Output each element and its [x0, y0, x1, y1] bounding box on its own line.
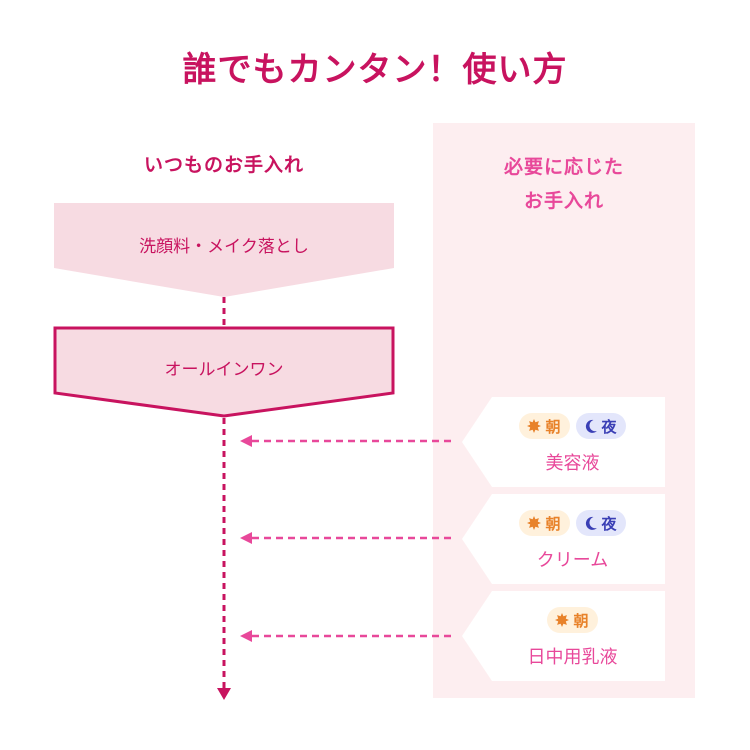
optional-care-heading-line1: 必要に応じた: [503, 156, 624, 178]
night-badge: 夜: [575, 413, 626, 439]
sun-icon: [555, 613, 570, 627]
daily-care-heading: いつものお手入れ: [143, 154, 304, 176]
step-allinone: オールインワン: [54, 355, 394, 380]
morning-label: 朝: [545, 514, 561, 533]
sun-icon: [527, 516, 542, 530]
night-label: 夜: [601, 417, 617, 436]
page-title: 誰でもカンタン！使い方: [182, 50, 568, 90]
optional-care-heading: 必要に応じた お手入れ: [433, 150, 695, 218]
item-card-serum: 朝 夜 美容液: [480, 397, 665, 487]
night-badge: 夜: [575, 510, 626, 536]
item-name: クリーム: [536, 550, 609, 571]
item-card-cream: 朝 夜 クリーム: [480, 494, 665, 584]
sun-icon: [527, 419, 542, 433]
arrow-left-icon: [240, 630, 252, 642]
item-name: 日中用乳液: [527, 647, 618, 668]
night-label: 夜: [601, 514, 617, 533]
morning-badge: 朝: [519, 510, 570, 536]
optional-care-heading-line2: お手入れ: [523, 190, 604, 212]
arrow-left-icon: [240, 532, 252, 544]
step-allinone-shape: [53, 326, 395, 418]
step-cleansing: 洗顔料・メイク落とし: [54, 232, 394, 257]
morning-badge: 朝: [519, 413, 570, 439]
arrow-down-icon: [217, 688, 231, 700]
morning-badge: 朝: [547, 607, 598, 633]
moon-icon: [584, 419, 598, 433]
morning-label: 朝: [545, 417, 561, 436]
arrow-left-icon: [240, 435, 252, 447]
step-cleansing-shape: [54, 203, 394, 297]
step-cleansing-label: 洗顔料・メイク落とし: [139, 237, 309, 257]
item-name: 美容液: [545, 453, 600, 474]
moon-icon: [584, 516, 598, 530]
step-allinone-label: オールインワン: [164, 360, 284, 380]
item-card-day-lotion: 朝 日中用乳液: [480, 591, 665, 681]
morning-label: 朝: [573, 611, 589, 630]
item-card-shape: [462, 591, 665, 681]
